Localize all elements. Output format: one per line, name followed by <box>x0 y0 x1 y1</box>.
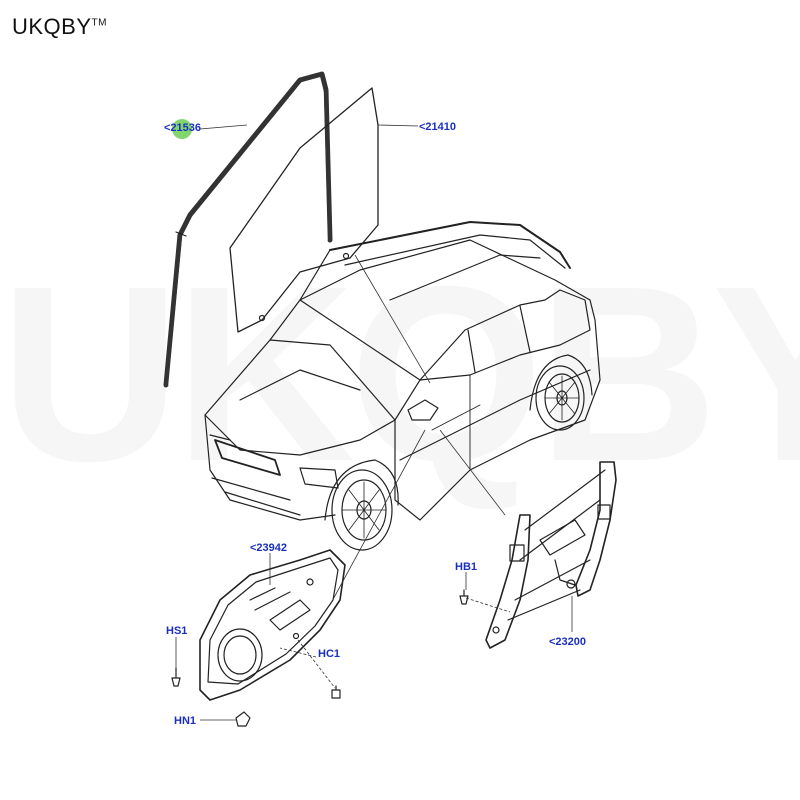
door-glass <box>229 87 379 333</box>
fastener-hn1 <box>235 711 251 727</box>
cursor-indicator <box>172 119 192 139</box>
callout-hb1[interactable]: HB1 <box>455 561 478 573</box>
callout-23942[interactable]: <23942 <box>250 542 288 554</box>
fastener-hc1 <box>331 685 341 699</box>
leader-lines <box>175 124 573 721</box>
callout-23200[interactable]: <23200 <box>549 636 587 648</box>
glass-run-channel <box>163 71 333 388</box>
callout-hs1[interactable]: HS1 <box>166 625 188 637</box>
callout-21410[interactable]: <21410 <box>419 121 457 133</box>
fastener-hb1 <box>459 589 469 605</box>
brand-logo: UKQBYTM <box>12 14 107 39</box>
callout-hc1[interactable]: HC1 <box>318 648 341 660</box>
vehicle-outline <box>204 221 601 551</box>
fastener-hs1 <box>171 667 181 687</box>
callout-21536[interactable]: <21536 <box>164 122 202 134</box>
door-trim-panel <box>199 549 346 701</box>
callout-hn1[interactable]: HN1 <box>174 715 197 727</box>
window-regulator <box>485 461 617 649</box>
